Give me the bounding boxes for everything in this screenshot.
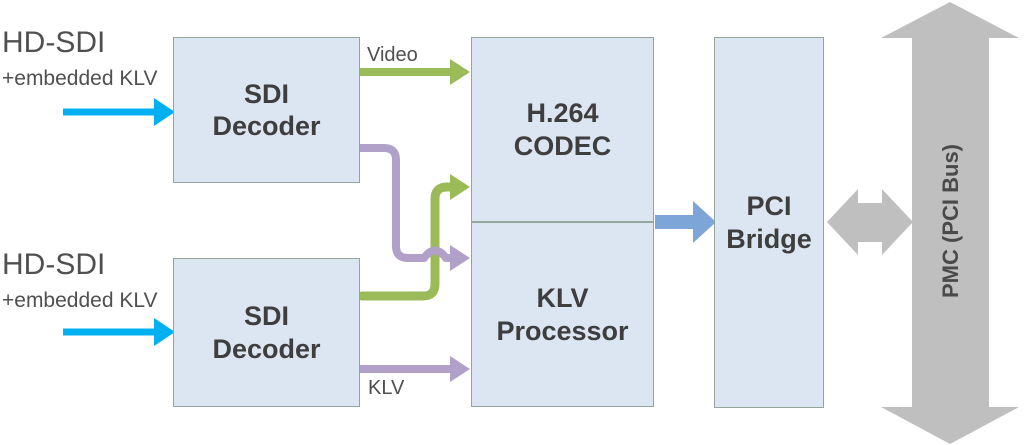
- pci-bridge-label-line2: Bridge: [726, 223, 812, 254]
- input1-subtitle: +embedded KLV: [2, 67, 158, 90]
- video-wire-label: Video: [367, 44, 418, 66]
- klv-processor-label-line1: KLV: [536, 283, 589, 314]
- sdi-decoder-1-box: SDI Decoder: [173, 37, 360, 183]
- sdi-decoder-2-label-line2: Decoder: [212, 333, 321, 364]
- klv-processor-box: KLV Processor: [471, 222, 654, 407]
- hdsdi-input-arrow-2: [63, 318, 175, 346]
- video-arrow-2: [357, 174, 470, 301]
- klv-arrow-2: [360, 356, 470, 382]
- sdi-decoder-2-box: SDI Decoder: [173, 258, 360, 407]
- klv-arrow-1: [356, 144, 470, 271]
- h264-codec-label-line1: H.264: [526, 98, 599, 129]
- pci-bridge-label-line1: PCI: [746, 191, 792, 222]
- pmc-bus-label: PMC (PCI Bus): [938, 144, 963, 298]
- input2-title: HD-SDI: [2, 248, 106, 281]
- codec-bridge-arrow: [655, 201, 716, 243]
- klv-processor-label-line2: Processor: [496, 315, 629, 346]
- klv-wire-label: KLV: [368, 377, 405, 399]
- h264-codec-box: H.264 CODEC: [471, 37, 654, 222]
- sdi-decoder-1-label-line1: SDI: [243, 78, 289, 109]
- bridge-bus-double-arrow: [827, 189, 913, 255]
- sdi-decoder-2-label-line1: SDI: [243, 301, 289, 332]
- pci-bridge-box: PCI Bridge: [714, 37, 824, 408]
- sdi-decoder-1-label-line2: Decoder: [212, 111, 321, 141]
- video-arrow-1: [360, 59, 470, 85]
- h264-codec-label-line2: CODEC: [513, 130, 612, 161]
- input2-subtitle: +embedded KLV: [2, 289, 158, 312]
- hdsdi-input-arrow-1: [63, 98, 175, 126]
- pmc-bus-arrow: [881, 2, 1019, 444]
- input1-title: HD-SDI: [2, 26, 106, 59]
